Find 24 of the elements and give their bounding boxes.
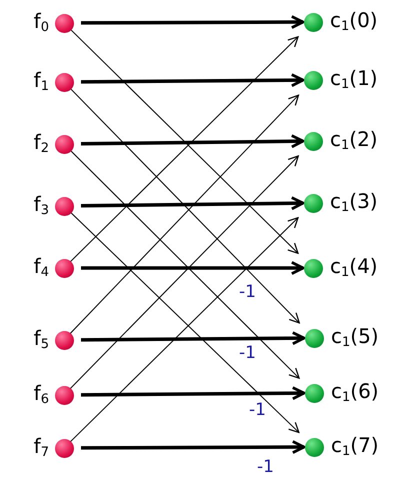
arrow — [81, 440, 306, 454]
arrow — [80, 134, 304, 148]
node-label: c$_{1}$(0) — [330, 10, 378, 30]
node-label: f$_{0}$ — [34, 11, 49, 31]
node-label: f$_{7}$ — [34, 436, 49, 456]
node-label: c$_{1}$(1) — [330, 68, 378, 88]
node-label: f$_{3}$ — [34, 194, 49, 214]
node-label: c$_{1}$(3) — [330, 191, 378, 211]
node-label: f$_{2}$ — [34, 132, 49, 152]
node-label: f$_{5}$ — [34, 328, 49, 348]
arrow — [81, 15, 304, 30]
node-label: c$_{1}$(4) — [330, 256, 378, 276]
node-label: f$_{6}$ — [34, 383, 49, 403]
arrow — [80, 196, 304, 210]
arrow — [80, 386, 306, 400]
node-label: c$_{1}$(6) — [331, 381, 379, 401]
node-label: f$_{1}$ — [34, 70, 49, 90]
node-label: f$_{4}$ — [34, 256, 49, 276]
arrow — [80, 331, 306, 346]
arrow — [81, 261, 304, 275]
arrow — [80, 73, 304, 88]
node-label: c$_{1}$(7) — [331, 435, 379, 455]
node-label: c$_{1}$(2) — [330, 129, 378, 149]
node-label: c$_{1}$(5) — [331, 326, 379, 346]
